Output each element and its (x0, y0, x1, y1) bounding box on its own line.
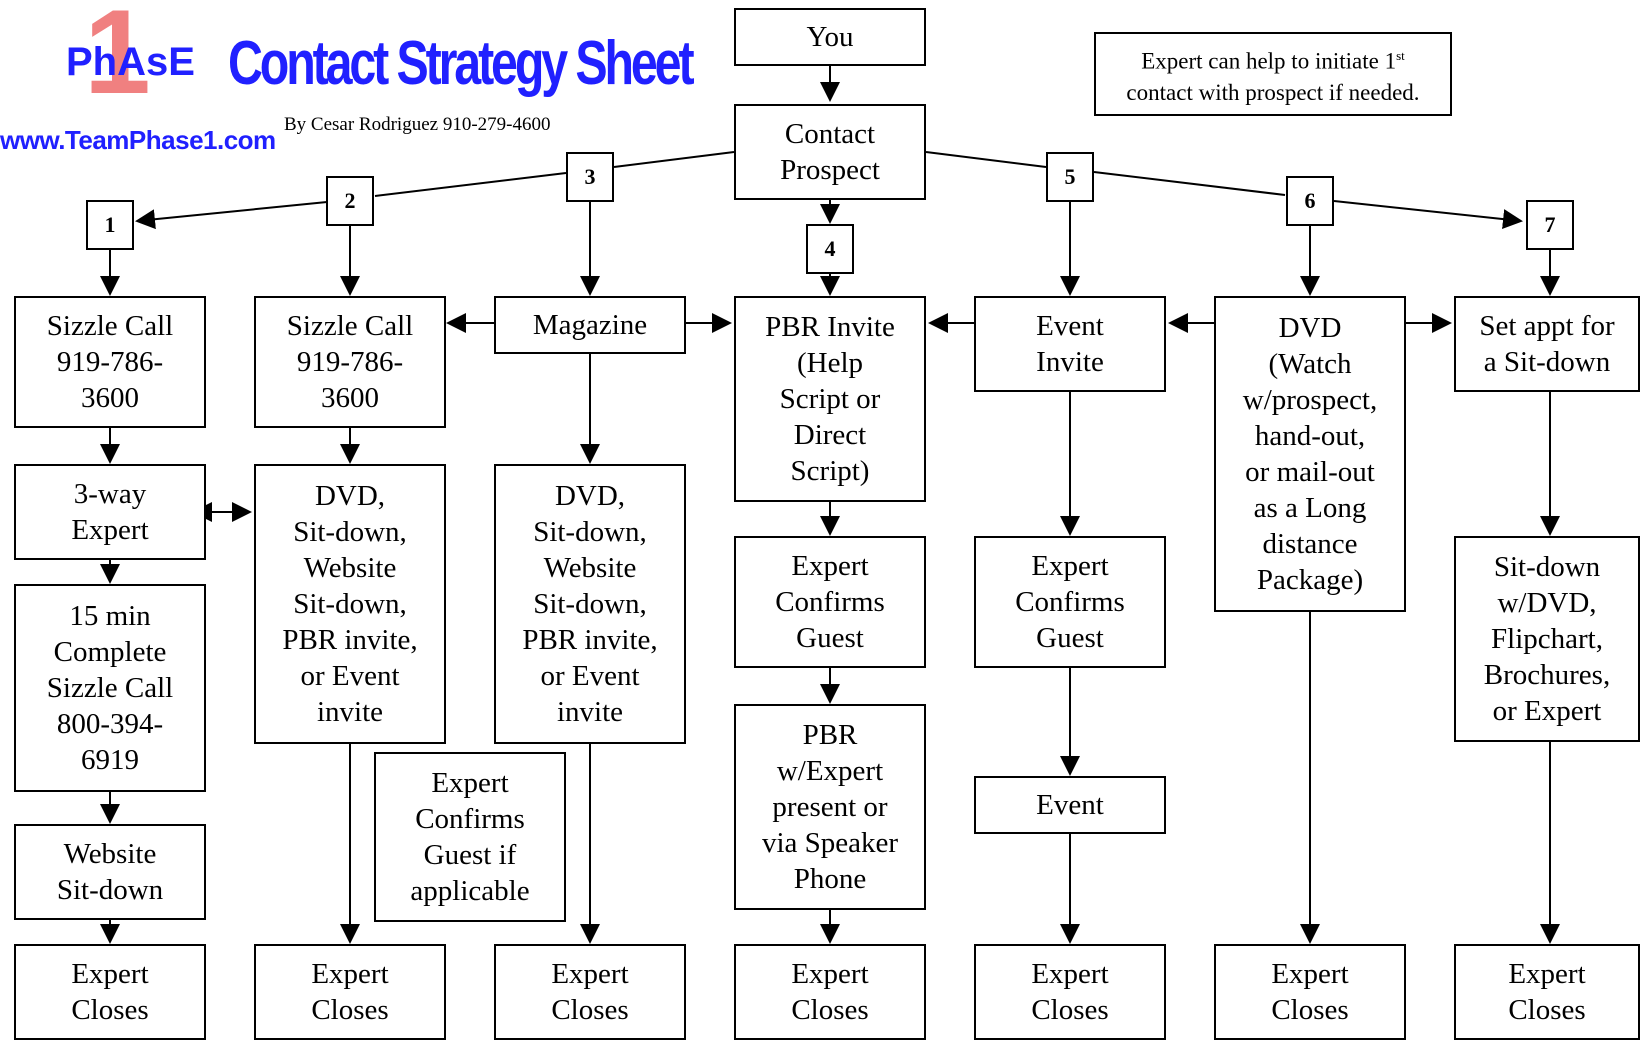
c7-set-appointment: Set appt for a Sit-down (1454, 296, 1640, 392)
step-6-label: 6 (1286, 176, 1334, 226)
c6-dvd-package: DVD (Watch w/prospect, hand-out, or mail… (1214, 296, 1406, 612)
c1-website-sitdown: Website Sit-down (14, 824, 206, 920)
c5-expert-confirms: Expert Confirms Guest (974, 536, 1166, 668)
logo-one: 1 (84, 0, 151, 119)
c2-sizzle-call: Sizzle Call 919-786- 3600 (254, 296, 446, 428)
step-1-label: 1 (86, 200, 134, 250)
expert-note: Expert can help to initiate 1st contact … (1094, 32, 1452, 116)
c2-dvd-options: DVD, Sit-down, Website Sit-down, PBR inv… (254, 464, 446, 744)
c1-sizzle-call: Sizzle Call 919-786- 3600 (14, 296, 206, 428)
c5-event: Event (974, 776, 1166, 834)
note-line1: Expert can help to initiate 1 (1141, 48, 1397, 74)
c4-pbr-invite: PBR Invite (Help Script or Direct Script… (734, 296, 926, 502)
c5-event-invite: Event Invite (974, 296, 1166, 392)
expert-confirms-if-applicable: Expert Confirms Guest if applicable (374, 752, 566, 922)
c7-expert-closes: Expert Closes (1454, 944, 1640, 1040)
c1-3way-expert: 3-way Expert (14, 464, 206, 560)
c7-sitdown-materials: Sit-down w/DVD, Flipchart, Brochures, or… (1454, 536, 1640, 742)
c4-pbr-expert-present: PBR w/Expert present or via Speaker Phon… (734, 704, 926, 910)
note-line2: contact with prospect if needed. (1126, 79, 1420, 105)
node-you: You (734, 8, 926, 66)
note-sup: st (1396, 48, 1405, 64)
c3-magazine: Magazine (494, 296, 686, 354)
website-url: www.TeamPhase1.com (0, 125, 276, 155)
c6-expert-closes: Expert Closes (1214, 944, 1406, 1040)
c4-expert-closes: Expert Closes (734, 944, 926, 1040)
step-2-label: 2 (326, 176, 374, 226)
c3-expert-closes: Expert Closes (494, 944, 686, 1040)
c2-expert-closes: Expert Closes (254, 944, 446, 1040)
step-7-label: 7 (1526, 200, 1574, 250)
byline: By Cesar Rodriguez 910-279-4600 (284, 114, 551, 135)
c4-expert-confirms: Expert Confirms Guest (734, 536, 926, 668)
c1-15min-sizzle: 15 min Complete Sizzle Call 800-394- 691… (14, 584, 206, 792)
step-3-label: 3 (566, 152, 614, 202)
c3-dvd-options: DVD, Sit-down, Website Sit-down, PBR inv… (494, 464, 686, 744)
node-contact-prospect: Contact Prospect (734, 104, 926, 200)
logo-phase: PhAsE (66, 40, 195, 84)
step-5-label: 5 (1046, 152, 1094, 202)
page-title: Contact Strategy Sheet (228, 29, 695, 98)
c1-expert-closes: Expert Closes (14, 944, 206, 1040)
c5-expert-closes: Expert Closes (974, 944, 1166, 1040)
step-4-label: 4 (806, 224, 854, 274)
